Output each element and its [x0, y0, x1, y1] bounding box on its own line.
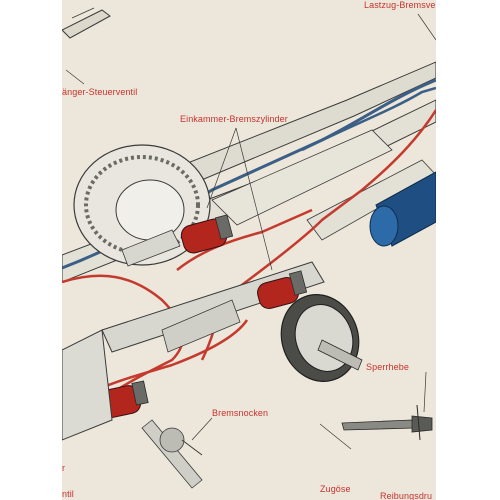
steering-assembly [61, 299, 241, 489]
label-zugose: Zugöse [320, 484, 351, 494]
label-edge-bottom: ntil [62, 489, 74, 499]
brake-cylinder-upper [180, 214, 234, 254]
tire [73, 144, 211, 266]
trailer-frame-fragment [61, 7, 111, 39]
brake-illustration [61, 7, 438, 489]
label-einkammer: Einkammer-Bremszylinder [180, 114, 288, 124]
leader-lines [65, 13, 437, 450]
label-steuerventil: änger-Steuerventil [62, 87, 138, 97]
brake-drum [280, 294, 363, 382]
label-lastzug: Lastzug-Bremsve [364, 0, 436, 10]
blue-air-line-upper [301, 86, 437, 152]
label-reibung: Reibungsdru [380, 491, 433, 500]
brake-cylinder-middle [257, 270, 308, 309]
coupling-eye [341, 404, 433, 441]
label-sperrhebel: Sperrhebe [366, 362, 409, 372]
label-edge-mid: r [62, 463, 66, 473]
air-tank [369, 171, 437, 247]
left-margin [0, 0, 62, 500]
right-margin [436, 0, 500, 500]
label-bremsnocken: Bremsnocken [212, 408, 269, 418]
brake-system-diagram: Lastzug-Bremsve änger-Steuerventil Einka… [61, 0, 438, 500]
